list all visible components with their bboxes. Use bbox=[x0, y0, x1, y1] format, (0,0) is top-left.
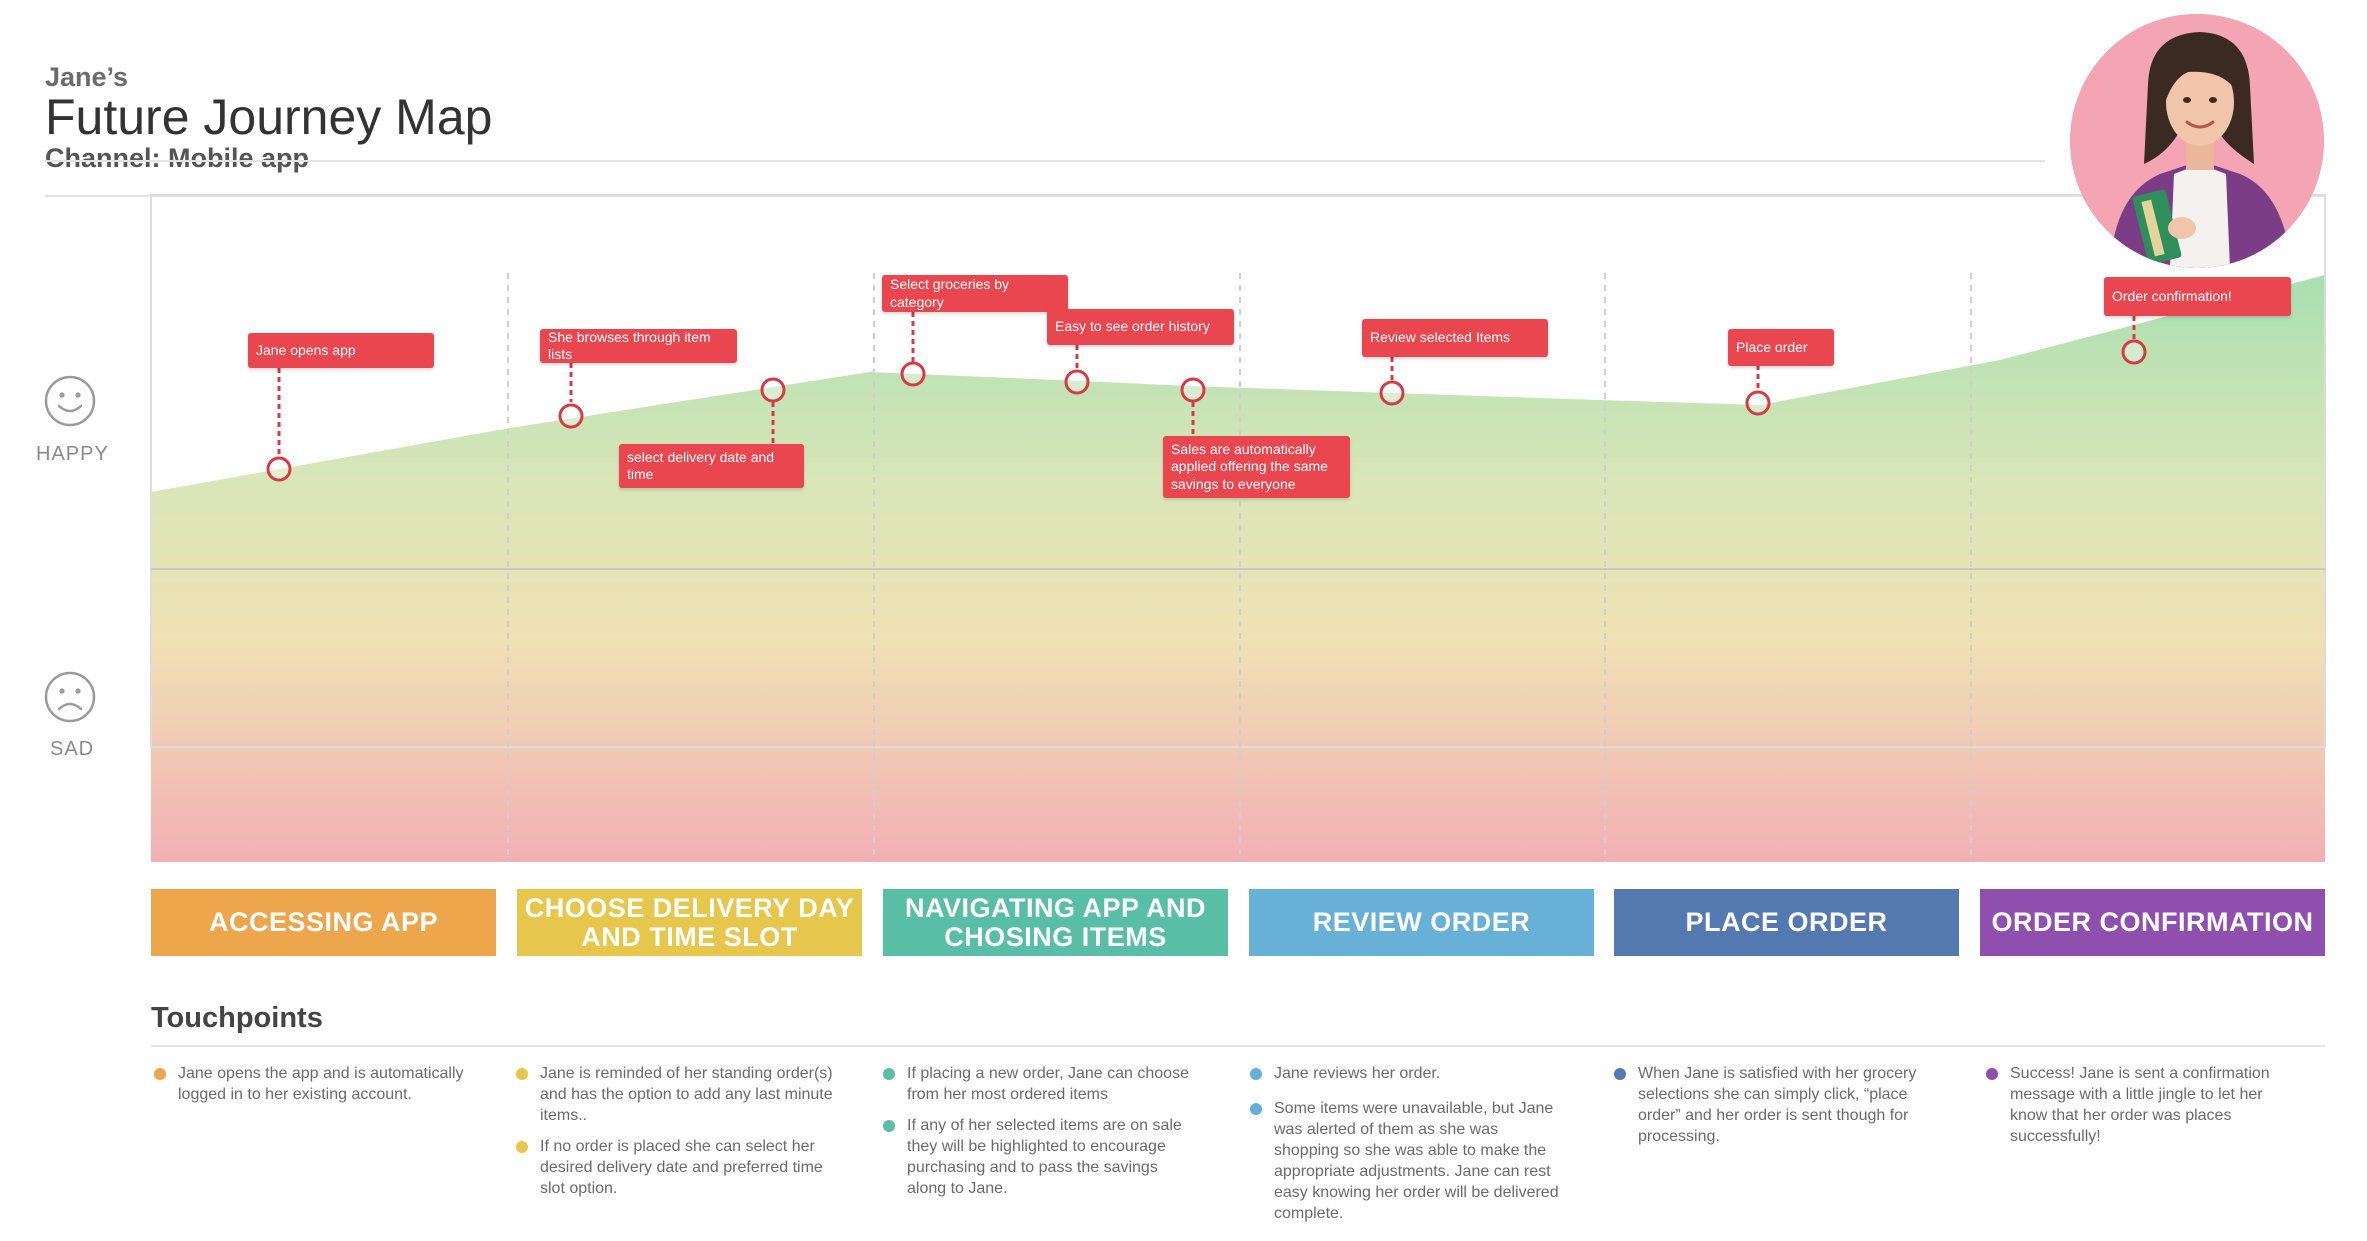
touchpoint-item: When Jane is satisfied with her grocery … bbox=[1611, 1063, 1931, 1147]
touchpoints-divider bbox=[151, 1045, 2325, 1047]
touchpoint-text: Jane reviews her order. bbox=[1274, 1065, 1441, 1082]
touchpoint-item: Some items were unavailable, but Jane wa… bbox=[1247, 1098, 1567, 1224]
happy-label: HAPPY bbox=[36, 443, 109, 465]
touchpoint-column-order-confirmation: Success! Jane is sent a confirmation mes… bbox=[1983, 1063, 2303, 1157]
touchpoint-text: If placing a new order, Jane can choose … bbox=[907, 1065, 1189, 1103]
callout-connectors bbox=[277, 312, 2136, 456]
marker-select-groceries bbox=[900, 361, 926, 387]
callout-sales-applied: Sales are automatically applied offering… bbox=[1163, 436, 1350, 498]
bullet-icon bbox=[883, 1068, 895, 1080]
touchpoint-text: Success! Jane is sent a confirmation mes… bbox=[2010, 1065, 2270, 1145]
persona-name: Jane’s bbox=[45, 62, 129, 92]
touchpoint-column-choose-delivery: Jane is reminded of her standing order(s… bbox=[513, 1063, 833, 1209]
stage-order-confirmation: ORDER CONFIRMATION bbox=[1980, 889, 2325, 956]
touchpoint-text: If any of her selected items are on sale… bbox=[907, 1117, 1182, 1197]
stage-choose-delivery: CHOOSE DELIVERY DAY AND TIME SLOT bbox=[517, 889, 862, 956]
marker-jane-opens-app bbox=[266, 456, 292, 482]
marker-delivery-date bbox=[760, 377, 786, 403]
callout-browses-item-lists: She browses through item lists bbox=[540, 329, 737, 363]
touchpoint-item: Jane opens the app and is automatically … bbox=[151, 1063, 471, 1105]
stage-review-order: REVIEW ORDER bbox=[1249, 889, 1594, 956]
touchpoint-column-accessing-app: Jane opens the app and is automatically … bbox=[151, 1063, 471, 1115]
callout-jane-opens-app: Jane opens app bbox=[248, 333, 434, 368]
touchpoint-item: Jane reviews her order. bbox=[1247, 1063, 1567, 1084]
marker-sales-applied bbox=[1180, 377, 1206, 403]
touchpoint-text: Some items were unavailable, but Jane wa… bbox=[1274, 1100, 1559, 1222]
bullet-icon bbox=[1250, 1103, 1262, 1115]
touchpoint-item: If placing a new order, Jane can choose … bbox=[880, 1063, 1200, 1105]
callout-select-groceries: Select groceries by category bbox=[882, 275, 1068, 312]
touchpoint-item: If no order is placed she can select her… bbox=[513, 1136, 833, 1199]
stage-dividers bbox=[507, 273, 1972, 862]
header-divider bbox=[45, 160, 2045, 162]
bullet-icon bbox=[1614, 1068, 1626, 1080]
bullet-icon bbox=[1250, 1068, 1262, 1080]
touchpoint-text: Jane opens the app and is automatically … bbox=[178, 1065, 464, 1103]
touchpoint-item: If any of her selected items are on sale… bbox=[880, 1115, 1200, 1199]
bullet-icon bbox=[1986, 1068, 1998, 1080]
marker-order-history bbox=[1064, 369, 1090, 395]
emotion-chart bbox=[150, 194, 2326, 862]
chart-frame bbox=[150, 194, 2326, 748]
sad-label: SAD bbox=[50, 738, 95, 760]
marker-review-items bbox=[1379, 380, 1405, 406]
persona-avatar bbox=[2070, 14, 2324, 268]
touchpoint-item: Jane is reminded of her standing order(s… bbox=[513, 1063, 833, 1126]
stage-accessing-app: ACCESSING APP bbox=[151, 889, 496, 956]
touchpoint-text: If no order is placed she can select her… bbox=[540, 1138, 823, 1197]
touchpoint-item: Success! Jane is sent a confirmation mes… bbox=[1983, 1063, 2303, 1147]
page-title: Future Journey Map bbox=[45, 89, 493, 145]
stage-navigating-app: NAVIGATING APP AND CHOSING ITEMS bbox=[883, 889, 1228, 956]
callout-review-items: Review selected Items bbox=[1362, 319, 1548, 357]
callout-delivery-date-time: select delivery date and time bbox=[619, 444, 804, 488]
bullet-icon bbox=[154, 1068, 166, 1080]
touchpoint-column-review-order: Jane reviews her order. Some items were … bbox=[1247, 1063, 1567, 1234]
touchpoints-heading: Touchpoints bbox=[151, 1002, 323, 1034]
marker-browses-item-lists bbox=[558, 403, 584, 429]
touchpoint-column-navigating-app: If placing a new order, Jane can choose … bbox=[880, 1063, 1200, 1209]
touchpoint-text: When Jane is satisfied with her grocery … bbox=[1638, 1065, 1917, 1145]
channel-label: Channel: Mobile app bbox=[45, 143, 310, 173]
callout-order-confirmation: Order confirmation! bbox=[2104, 277, 2291, 316]
marker-place-order bbox=[1745, 390, 1771, 416]
callout-place-order: Place order bbox=[1728, 329, 1834, 366]
persona-photo bbox=[2070, 14, 2324, 268]
sad-face-icon bbox=[44, 671, 96, 723]
callout-order-history: Easy to see order history bbox=[1047, 309, 1234, 345]
marker-order-confirmation bbox=[2121, 339, 2147, 365]
happy-face-icon bbox=[44, 375, 96, 427]
touchpoint-markers bbox=[266, 339, 2147, 482]
touchpoint-column-place-order: When Jane is satisfied with her grocery … bbox=[1611, 1063, 1931, 1157]
bullet-icon bbox=[516, 1141, 528, 1153]
touchpoint-text: Jane is reminded of her standing order(s… bbox=[540, 1065, 833, 1124]
bullet-icon bbox=[516, 1068, 528, 1080]
stage-place-order: PLACE ORDER bbox=[1614, 889, 1959, 956]
bullet-icon bbox=[883, 1120, 895, 1132]
